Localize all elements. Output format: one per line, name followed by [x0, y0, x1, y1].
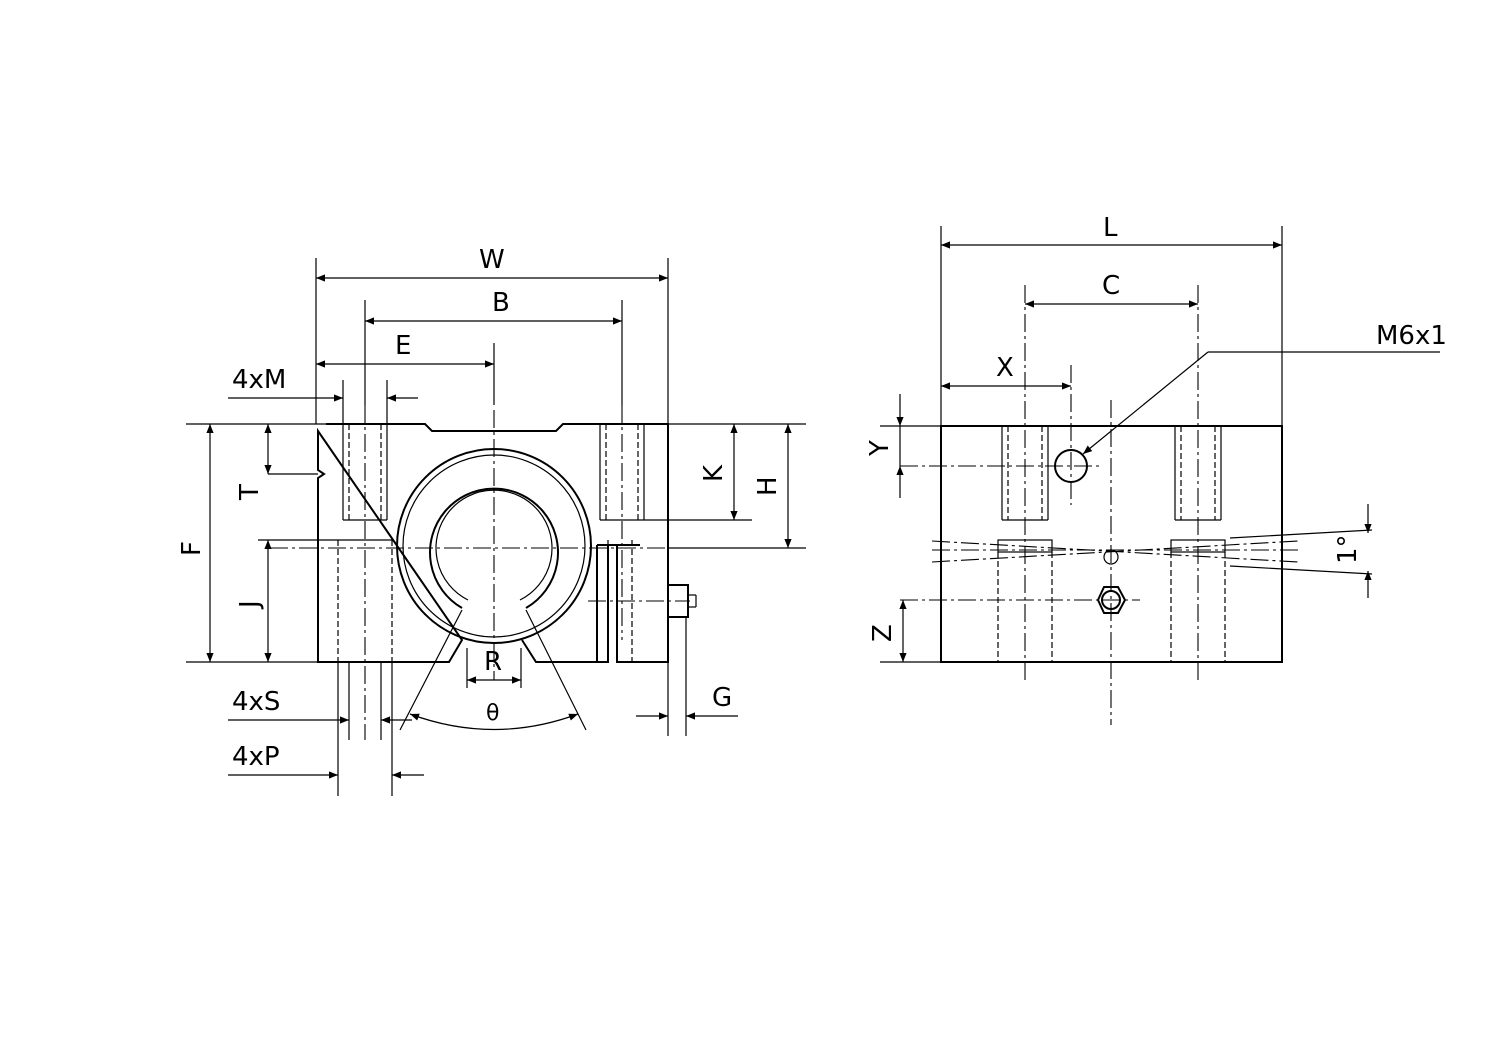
side-left-hole	[997, 426, 1053, 662]
label-b: B	[492, 288, 510, 318]
label-4xs: 4xS	[232, 687, 280, 717]
label-c: C	[1102, 271, 1120, 301]
label-theta: θ	[486, 701, 499, 726]
label-k: K	[699, 464, 729, 482]
thread-leader	[1082, 351, 1209, 455]
side-extension-lines	[880, 226, 1283, 663]
label-angle: 1°	[1333, 534, 1363, 564]
taper-line-b	[931, 540, 1299, 563]
label-4xm: 4xM	[232, 365, 286, 395]
side-view: L C X Y Z M6x1 1°	[865, 213, 1447, 725]
label-r: R	[484, 647, 502, 677]
label-z: Z	[868, 624, 898, 642]
label-g: G	[712, 683, 732, 713]
label-x: X	[996, 353, 1014, 383]
label-y: Y	[865, 440, 895, 457]
label-t: T	[235, 484, 265, 501]
front-view: W B E 4xM T F J K H R 4xS θ G 4xP	[177, 245, 806, 796]
label-thread: M6x1	[1376, 321, 1447, 351]
side-dimension-lines	[896, 241, 1440, 662]
label-e: E	[395, 331, 411, 361]
label-j: J	[235, 600, 265, 610]
right-bolt-hole	[599, 424, 645, 662]
label-h: H	[753, 476, 783, 496]
bearing-bore	[429, 487, 559, 609]
side-right-hole	[1170, 426, 1226, 662]
left-bolt-hole	[337, 424, 393, 662]
label-w: W	[479, 245, 505, 275]
label-4xp: 4xP	[232, 742, 280, 772]
dimension-lines	[206, 274, 792, 779]
housing-outline	[317, 423, 669, 663]
label-f: F	[177, 541, 207, 556]
label-l: L	[1103, 213, 1118, 243]
